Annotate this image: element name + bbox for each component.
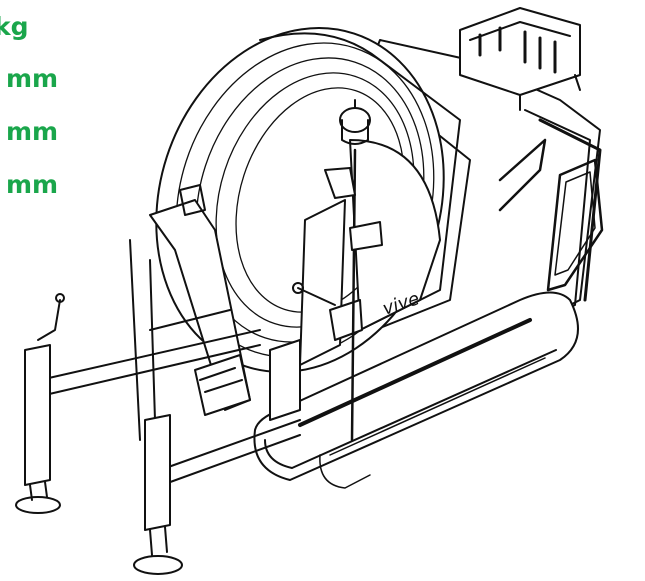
spec-weight: kg: [0, 12, 29, 42]
support-jack-right: [133, 414, 183, 575]
spec-dimension-1-text: mm: [6, 64, 59, 93]
spool-base: [194, 354, 251, 416]
beacon-light: [324, 99, 383, 442]
spec-dimension-2-text: mm: [6, 117, 59, 146]
spec-dimension-2: mm: [0, 117, 58, 147]
support-jack-left: [15, 293, 65, 514]
cable-reel-drum: [155, 27, 461, 373]
front-frame: [149, 184, 363, 421]
spec-dimension-3-text: mm: [6, 170, 59, 199]
tow-frame: [39, 239, 301, 486]
control-panel: [459, 7, 581, 111]
spec-dimension-3: mm: [0, 170, 58, 200]
spec-weight-text: kg: [0, 12, 29, 41]
spec-dimension-1: mm: [0, 64, 58, 94]
crawler-track: [253, 291, 579, 489]
